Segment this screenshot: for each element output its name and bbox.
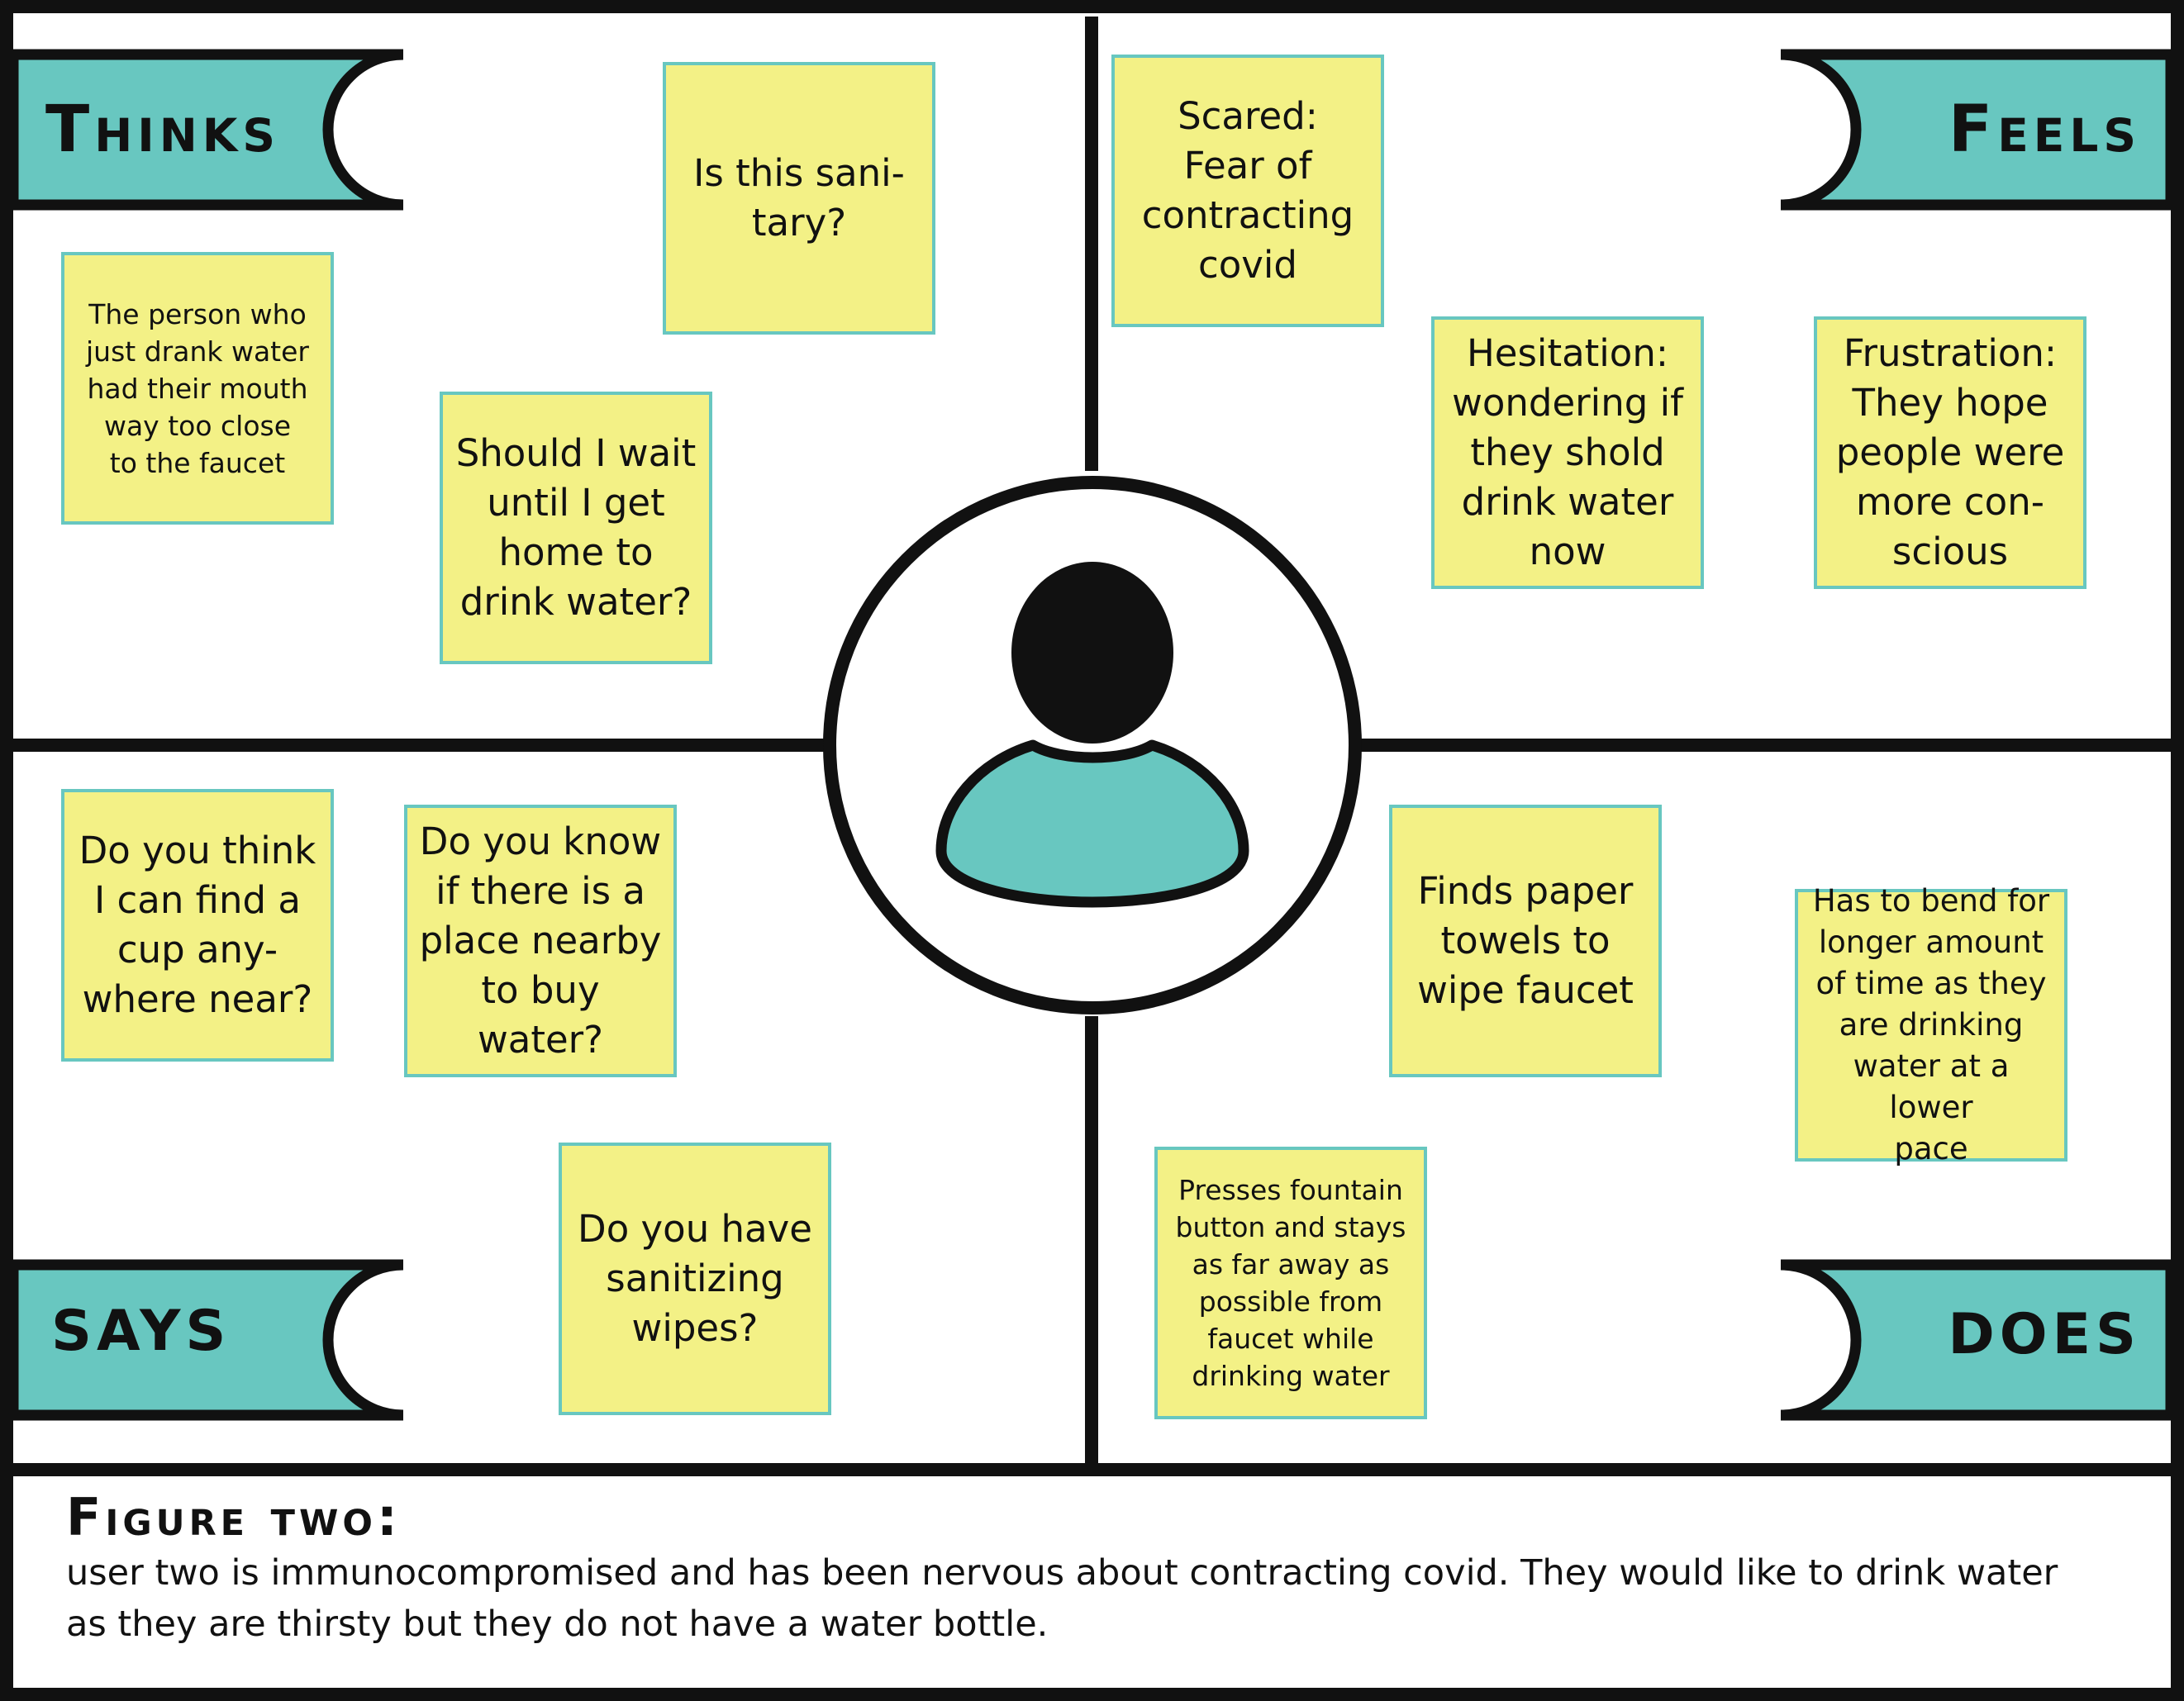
label-says: SAYS	[51, 1299, 231, 1364]
sticky-note: Do you have sanitizing wipes?	[559, 1143, 831, 1415]
caption-body: user two is immunocompromised and has be…	[66, 1552, 2058, 1645]
user-avatar-icon	[935, 562, 1249, 908]
sticky-note: Do you think I can find a cup any- where…	[61, 789, 334, 1062]
sticky-note: Hesitation: wondering if they shold drin…	[1431, 316, 1704, 589]
banner-feels	[1780, 49, 2177, 211]
sticky-note-text: Is this sani- tary?	[693, 151, 905, 245]
label-feels: Feels	[1948, 93, 2141, 167]
persona-circle	[823, 476, 1362, 1014]
sticky-note-text: Has to bend for longer amount of time as…	[1812, 883, 2050, 1166]
banner-says	[7, 1259, 404, 1421]
banner-thinks	[7, 49, 404, 211]
label-does: DOES	[1948, 1302, 2141, 1367]
label-thinks: Thinks	[45, 93, 280, 167]
sticky-note-text: Do you have sanitizing wipes?	[578, 1207, 812, 1350]
sticky-note: Scared: Fear of contracting covid	[1111, 55, 1384, 327]
sticky-note-text: Frustration: They hope people were more …	[1835, 331, 2065, 573]
sticky-note: Finds paper towels to wipe faucet	[1389, 805, 1662, 1077]
sticky-note-text: Scared: Fear of contracting covid	[1141, 94, 1354, 287]
caption-title: Figure two:	[66, 1487, 402, 1547]
sticky-note: Has to bend for longer amount of time as…	[1795, 883, 2067, 1166]
sticky-note-text: The person who just drank water had thei…	[86, 297, 309, 479]
sticky-note: Presses fountain button and stays as far…	[1154, 1147, 1427, 1419]
sticky-note-text: Do you know if there is a place nearby t…	[419, 820, 662, 1062]
sticky-note-text: Should I wait until I get home to drink …	[455, 431, 697, 624]
sticky-note: The person who just drank water had thei…	[61, 252, 334, 525]
sticky-note: Frustration: They hope people were more …	[1814, 316, 2086, 589]
sticky-note: Do you know if there is a place nearby t…	[404, 805, 677, 1077]
sticky-note-text: Hesitation: wondering if they shold drin…	[1452, 331, 1683, 573]
sticky-note-text: Finds paper towels to wipe faucet	[1417, 869, 1634, 1012]
sticky-note-text: Do you think I can find a cup any- where…	[79, 829, 316, 1021]
sticky-note: Is this sani- tary?	[663, 62, 935, 335]
banner-does	[1780, 1259, 2177, 1421]
sticky-note-text: Presses fountain button and stays as far…	[1175, 1174, 1406, 1392]
sticky-note: Should I wait until I get home to drink …	[440, 392, 712, 664]
